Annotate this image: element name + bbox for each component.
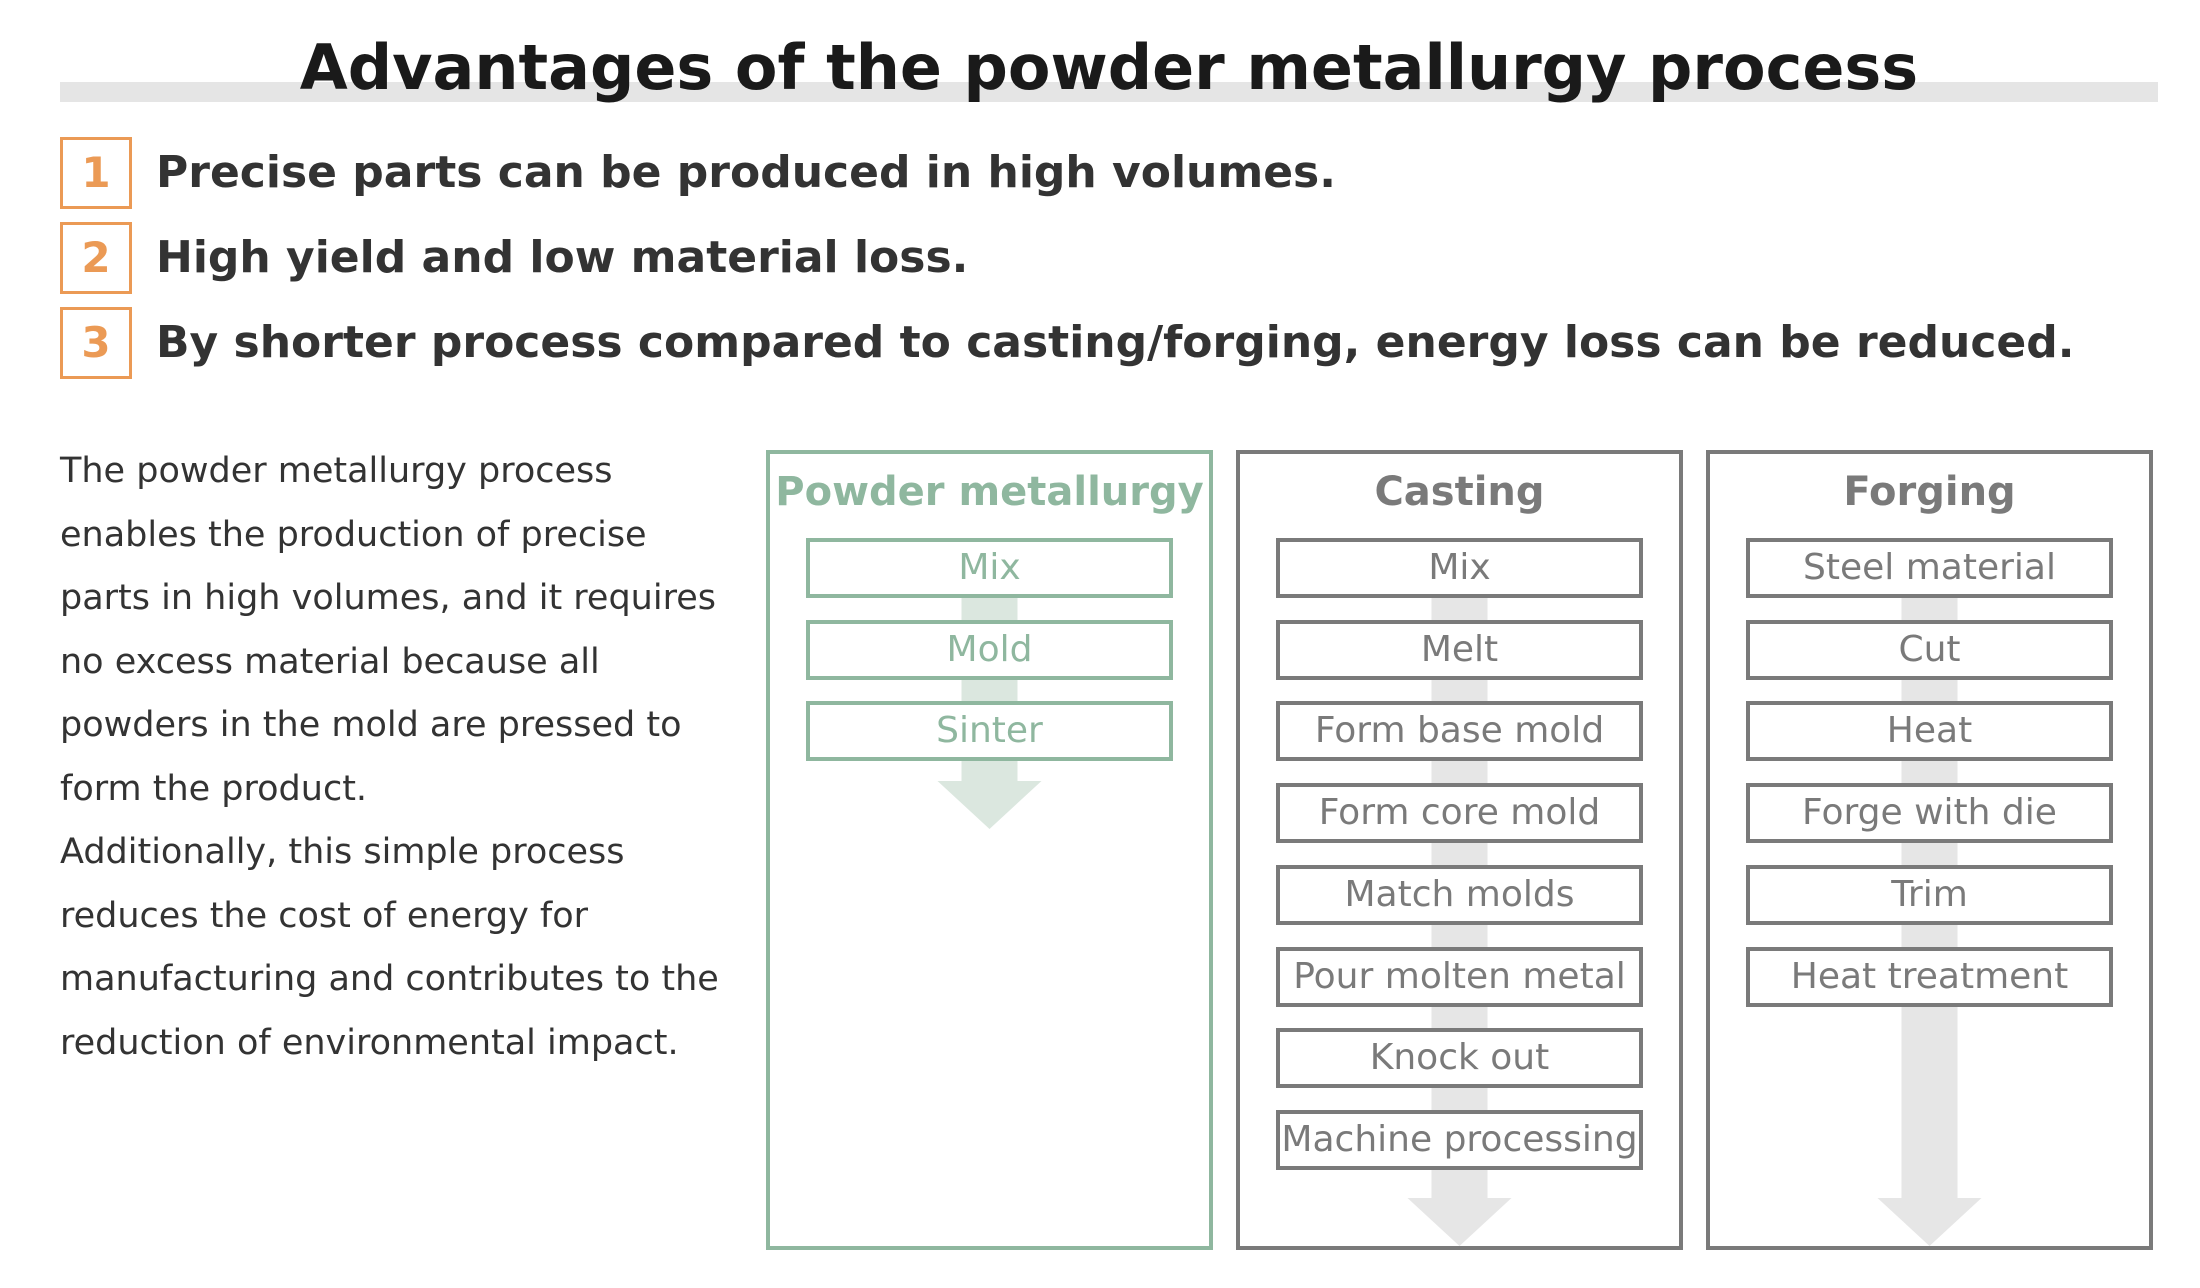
description-paragraph: The powder metallurgy process enables th… bbox=[60, 451, 716, 809]
header-bar bbox=[60, 82, 2158, 102]
advantage-number-badge: 3 bbox=[60, 307, 132, 379]
process-step: Mix bbox=[1276, 538, 1643, 598]
process-step: Form base mold bbox=[1276, 701, 1643, 762]
process-step: Machine processing bbox=[1276, 1109, 1643, 1170]
advantage-text: High yield and low material loss. bbox=[156, 232, 969, 283]
advantage-item-3: 3 By shorter process compared to casting… bbox=[60, 307, 2160, 379]
advantage-item-1: 1 Precise parts can be produced in high … bbox=[60, 137, 2160, 209]
process-step: Trim bbox=[1746, 864, 2113, 925]
panel-title: Casting bbox=[1374, 469, 1545, 515]
panel-title: Powder metallurgy bbox=[775, 469, 1204, 515]
process-step: Sinter bbox=[806, 701, 1173, 762]
page-title-text: Advantages of the powder metallurgy proc… bbox=[299, 31, 1919, 104]
process-step: Steel material bbox=[1746, 538, 2113, 598]
advantage-text: By shorter process compared to casting/f… bbox=[156, 317, 2075, 368]
process-step: Mix bbox=[806, 538, 1173, 598]
advantage-number-badge: 1 bbox=[60, 137, 132, 209]
advantage-text: Precise parts can be produced in high vo… bbox=[156, 147, 1336, 198]
process-step: Melt bbox=[1276, 619, 1643, 680]
process-step: Form core mold bbox=[1276, 783, 1643, 844]
process-step: Cut bbox=[1746, 619, 2113, 680]
process-step: Pour molten metal bbox=[1276, 946, 1643, 1007]
process-step: Knock out bbox=[1276, 1028, 1643, 1089]
process-step: Forge with die bbox=[1746, 783, 2113, 844]
panel-title: Forging bbox=[1843, 469, 2016, 515]
page-title: Advantages of the powder metallurgy proc… bbox=[60, 28, 2158, 108]
description-text: The powder metallurgy process enables th… bbox=[60, 440, 720, 1075]
process-step: Match molds bbox=[1276, 864, 1643, 925]
page-header: Advantages of the powder metallurgy proc… bbox=[60, 20, 2158, 110]
process-step: Mold bbox=[806, 619, 1173, 680]
advantage-item-2: 2 High yield and low material loss. bbox=[60, 222, 2160, 294]
advantage-number-badge: 2 bbox=[60, 222, 132, 294]
process-step: Heat bbox=[1746, 701, 2113, 762]
description-paragraph: Additionally, this simple process reduce… bbox=[60, 832, 719, 1063]
process-step: Heat treatment bbox=[1746, 946, 2113, 1007]
